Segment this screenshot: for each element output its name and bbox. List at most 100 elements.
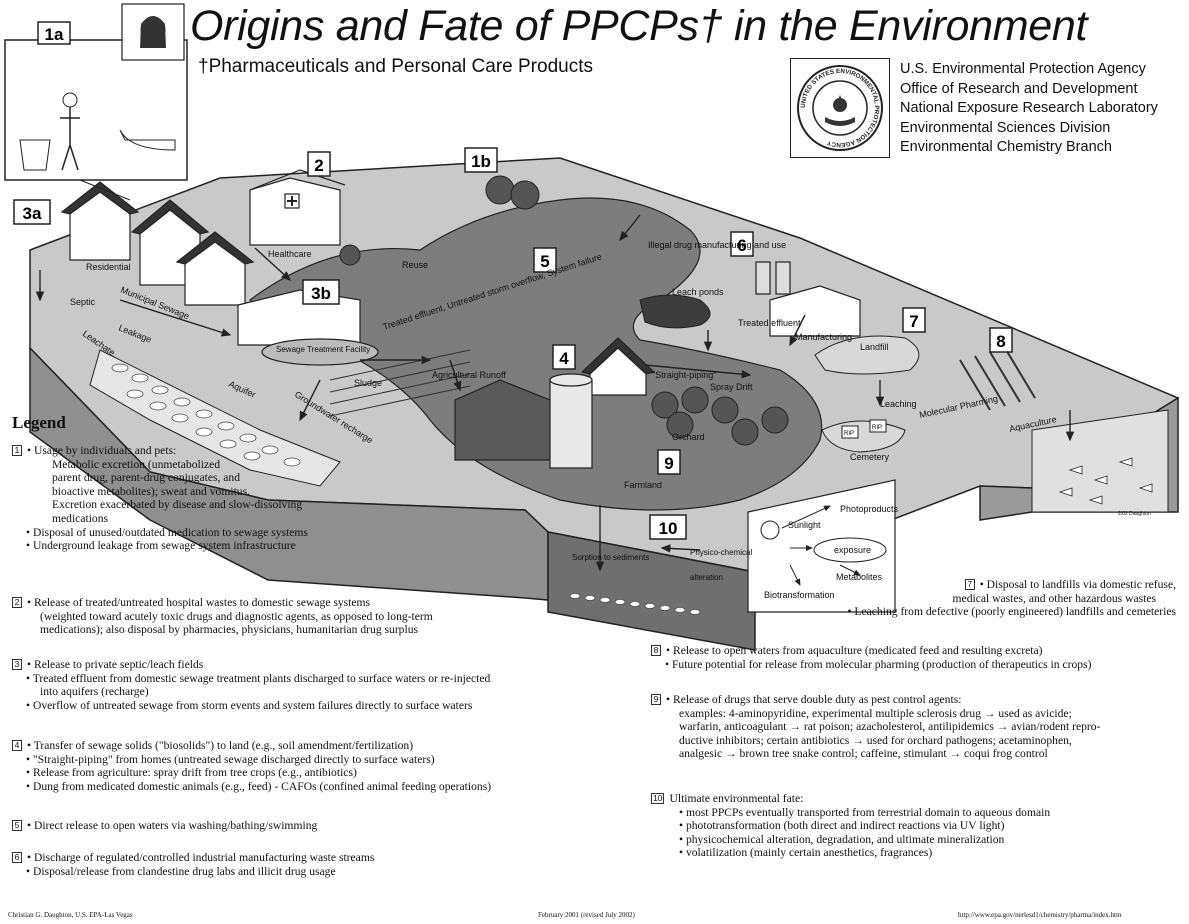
legend-line: Ultimate environmental fate: bbox=[669, 792, 804, 805]
inset-1a-household bbox=[4, 3, 188, 201]
label-physico-chemical: Physico-chemical bbox=[690, 548, 752, 557]
label-exposure: exposure bbox=[834, 545, 871, 555]
label-landfill: Landfill bbox=[860, 342, 889, 352]
legend-line: • Treated effluent from domestic sewage … bbox=[26, 671, 491, 685]
label-manufacturing: Manufacturing bbox=[795, 332, 852, 342]
leach-ponds bbox=[639, 294, 711, 329]
legend-line: • Usage by individuals and pets: bbox=[27, 444, 177, 457]
legend-number: 2 bbox=[12, 597, 22, 608]
svg-text:10: 10 bbox=[659, 519, 678, 538]
legend-line: • Future potential for release from mole… bbox=[665, 657, 1092, 671]
orchard-trees bbox=[339, 175, 789, 446]
legend-line: • Release to open waters from aquacultur… bbox=[666, 644, 1043, 657]
badge-6: 6 bbox=[730, 231, 754, 257]
legend-item-10: 10 Ultimate environmental fate: • most PP… bbox=[651, 792, 1050, 860]
label-illegal-drug: Illegal drug manufacturing and use bbox=[648, 240, 786, 250]
legend-line: • Transfer of sewage solids ("biosolids"… bbox=[27, 739, 414, 752]
badge-7: 7 bbox=[902, 307, 926, 333]
legend-number: 9 bbox=[651, 694, 661, 705]
label-sewage-treatment: Sewage Treatment Facility bbox=[276, 345, 370, 354]
headstone-label: RIP bbox=[844, 431, 854, 437]
agency-line: U.S. Environmental Protection Agency bbox=[900, 61, 1146, 77]
svg-text:8: 8 bbox=[996, 332, 1005, 351]
badge-3a: 3a bbox=[13, 199, 51, 225]
legend-line: Excretion exacerbated by disease and slo… bbox=[52, 498, 303, 512]
label-sorption: Sorption to sediments bbox=[572, 553, 649, 562]
label-spray-drift: Spray Drift bbox=[710, 382, 753, 392]
svg-text:1a: 1a bbox=[45, 25, 64, 44]
epa-seal-logo: UNITED STATES ENVIRONMENTAL PROTECTION A… bbox=[790, 58, 890, 158]
badge-3b: 3b bbox=[302, 279, 340, 305]
legend-line: • volatilization (mainly certain anesthe… bbox=[679, 846, 933, 860]
footer-url: http://www.epa.gov/nerlesd1/chemistry/ph… bbox=[958, 911, 1122, 919]
label-residential: Residential bbox=[86, 262, 131, 272]
legend-item-7: 7• Disposal to landfills via domestic re… bbox=[736, 578, 1176, 619]
legend-line: • Release of drugs that serve double dut… bbox=[666, 693, 962, 706]
label-credit: 2/02 Daughton bbox=[1118, 511, 1151, 517]
flow-arrows bbox=[35, 214, 1075, 572]
legend-number: 6 bbox=[12, 852, 22, 863]
legend-line: • Release of treated/untreated hospital … bbox=[27, 596, 371, 609]
footer-date: February 2001 (revised July 2002) bbox=[538, 911, 635, 919]
legend-item-4: 4• Transfer of sewage solids ("biosolids… bbox=[12, 739, 491, 793]
legend-number: 8 bbox=[651, 645, 661, 656]
legend-line: (weighted toward acutely toxic drugs and… bbox=[40, 609, 433, 623]
poster-subtitle: †Pharmaceuticals and Personal Care Produ… bbox=[198, 56, 593, 77]
label-sludge: Sludge bbox=[354, 378, 382, 388]
label-straight-piping: "Straight-piping" bbox=[652, 370, 716, 380]
agency-line: Office of Research and Development bbox=[900, 80, 1138, 97]
legend-line: ductive inhibitors; certain antibiotics … bbox=[679, 733, 1072, 747]
legend-line: • Release from agriculture: spray drift … bbox=[26, 766, 357, 780]
legend-line: examples: 4-aminopyridine, experimental … bbox=[679, 706, 1072, 720]
legend-line: • Discharge of regulated/controlled indu… bbox=[27, 851, 375, 864]
label-farmland: Farmland bbox=[624, 480, 662, 490]
svg-text:7: 7 bbox=[909, 312, 918, 331]
svg-text:5: 5 bbox=[540, 252, 549, 271]
crop-rows bbox=[959, 347, 1036, 411]
label-orchard: Orchard bbox=[672, 432, 705, 442]
legend-line: • most PPCPs eventually transported from… bbox=[679, 805, 1051, 819]
label-leaching: Leaching bbox=[880, 399, 917, 409]
svg-text:6: 6 bbox=[737, 236, 746, 255]
agency-line: Environmental Chemistry Branch bbox=[900, 139, 1112, 155]
legend-item-6: 6 • Discharge of regulated/controlled ind… bbox=[12, 851, 374, 878]
label-agricultural-runoff: Agricultural Runoff bbox=[432, 370, 506, 380]
landfill bbox=[814, 335, 920, 375]
legend-line: parent drug, parent-drug conjugates, and bbox=[52, 471, 241, 485]
barn-and-silo bbox=[454, 373, 593, 469]
svg-text:9: 9 bbox=[664, 454, 673, 473]
legend-line: medical wastes, and other hazardous wast… bbox=[952, 591, 1156, 605]
legend-item-2: 2 • Release of treated/untreated hospital… bbox=[12, 596, 433, 637]
agency-line: National Exposure Research Laboratory bbox=[900, 100, 1158, 116]
badge-2: 2 bbox=[307, 151, 331, 177]
label-leach-ponds: Leach ponds bbox=[672, 287, 724, 297]
legend-number: 7 bbox=[964, 579, 975, 590]
label-biotransformation: Biotransformation bbox=[764, 590, 835, 600]
badge-1a: 1a bbox=[37, 21, 71, 45]
svg-text:3a: 3a bbox=[23, 204, 42, 223]
legend-line: bioactive metabolites); sweat and vomitu… bbox=[52, 484, 251, 498]
label-treated-effluent-2: Treated effluent bbox=[738, 318, 801, 328]
legend-line: • Underground leakage from sewage system… bbox=[26, 539, 296, 553]
legend-line: into aquifers (recharge) bbox=[40, 685, 149, 699]
legend-title: Legend bbox=[12, 413, 66, 432]
legend-number: 10 bbox=[651, 793, 665, 804]
inset-fate-cycle bbox=[747, 479, 896, 613]
headstone-label: RIP bbox=[872, 425, 882, 431]
legend-line: • Leaching from defective (poorly engine… bbox=[847, 605, 1176, 619]
legend-line: • Disposal of unused/outdated medication… bbox=[26, 525, 308, 539]
label-metabolites: Metabolites bbox=[836, 572, 883, 582]
aquifer-gravel bbox=[111, 363, 301, 467]
cemetery: RIP RIP bbox=[821, 419, 906, 453]
healthcare-building bbox=[249, 169, 346, 246]
label-sunlight: Sunlight bbox=[788, 520, 821, 530]
legend-number: 3 bbox=[12, 659, 22, 670]
legend-line: analgesic → brown tree snake control; ca… bbox=[679, 747, 1048, 761]
residential-houses bbox=[60, 181, 656, 396]
svg-text:1b: 1b bbox=[471, 152, 491, 171]
badge-5: 5 bbox=[533, 247, 557, 273]
agency-block: U.S. Environmental Protection Agency Off… bbox=[900, 60, 1158, 158]
legend-line: Metabolic excretion (unmetabolized bbox=[52, 457, 221, 471]
badge-10: 10 bbox=[649, 514, 687, 540]
